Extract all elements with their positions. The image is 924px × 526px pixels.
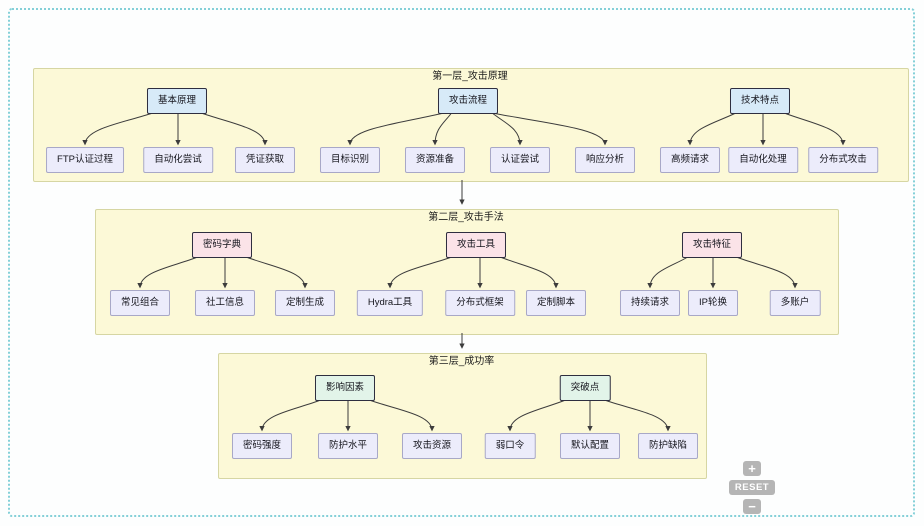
edge <box>507 399 566 432</box>
edge <box>137 256 198 289</box>
child-node: 持续请求 <box>619 290 681 316</box>
child-node: IP轮换 <box>688 290 738 316</box>
edge <box>369 399 435 432</box>
child-node: 社工信息 <box>194 290 256 316</box>
child-node: 弱口令 <box>484 433 536 459</box>
edge <box>432 112 452 146</box>
edge <box>784 112 846 146</box>
edge <box>259 399 321 432</box>
edge <box>82 112 153 146</box>
child-node: 认证尝试 <box>489 147 551 173</box>
parent-node: 攻击流程 <box>437 88 499 114</box>
child-node: 响应分析 <box>574 147 636 173</box>
zoom-out-button[interactable]: − <box>743 499 761 514</box>
edge <box>604 399 671 432</box>
child-node: 凭证获取 <box>234 147 296 173</box>
edge <box>347 112 444 146</box>
parent-node: 基本原理 <box>146 88 208 114</box>
subgraph-title: 第二层_攻击手法 <box>428 212 504 223</box>
child-node: 分布式攻击 <box>808 147 878 173</box>
edge <box>201 112 268 146</box>
edge <box>736 256 798 289</box>
child-node: 定制脚本 <box>525 290 587 316</box>
subgraph-title: 第一层_攻击原理 <box>432 71 508 82</box>
child-node: 常见组合 <box>109 290 171 316</box>
parent-node: 技术特点 <box>729 88 791 114</box>
parent-node: 攻击工具 <box>445 232 507 258</box>
child-node: 自动化尝试 <box>143 147 213 173</box>
child-node: 防护水平 <box>317 433 379 459</box>
child-node: 默认配置 <box>559 433 621 459</box>
edge <box>500 256 559 289</box>
child-node: 目标识别 <box>319 147 381 173</box>
child-node: 密码强度 <box>231 433 293 459</box>
zoom-in-button[interactable]: + <box>743 461 761 476</box>
child-node: 多账户 <box>769 290 821 316</box>
edge <box>491 112 523 146</box>
child-node: 自动化处理 <box>728 147 798 173</box>
child-node: 分布式框架 <box>445 290 515 316</box>
reset-button[interactable]: RESET <box>729 480 775 495</box>
subgraph-3 <box>218 353 707 479</box>
parent-node: 攻击特征 <box>681 232 743 258</box>
child-node: FTP认证过程 <box>46 147 124 173</box>
parent-node: 密码字典 <box>191 232 253 258</box>
zoom-controls: + RESET − <box>728 461 776 514</box>
parent-node: 影响因素 <box>314 375 376 401</box>
child-node: 攻击资源 <box>401 433 463 459</box>
child-node: 定制生成 <box>274 290 336 316</box>
edge <box>387 256 452 289</box>
child-node: 防护缺陷 <box>637 433 699 459</box>
child-node: Hydra工具 <box>356 290 424 316</box>
subgraph-title: 第三层_成功率 <box>428 356 495 367</box>
edge <box>647 256 689 289</box>
edge <box>246 256 308 289</box>
edge <box>492 112 608 146</box>
edge <box>687 112 737 146</box>
parent-node: 突破点 <box>559 375 611 401</box>
child-node: 高频请求 <box>659 147 721 173</box>
child-node: 资源准备 <box>404 147 466 173</box>
